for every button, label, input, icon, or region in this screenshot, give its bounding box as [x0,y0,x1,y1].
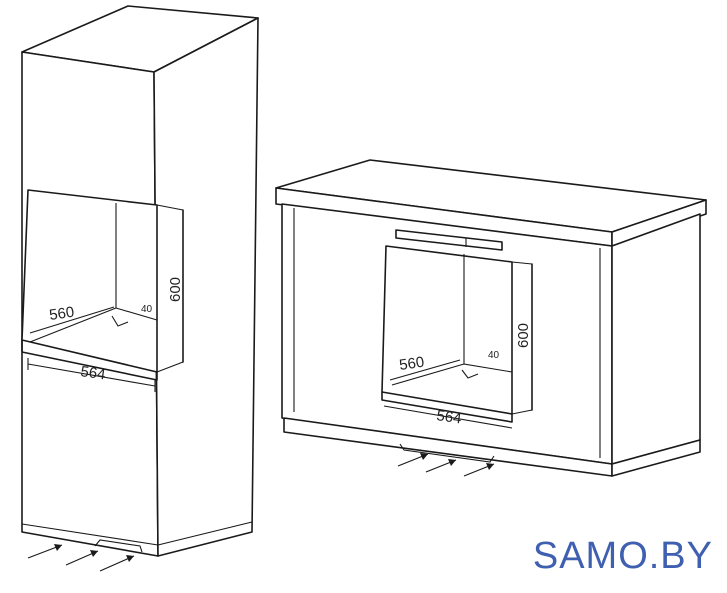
right-cabinet-side [611,213,701,465]
left-depth-label: 564 [79,363,106,383]
left-cabinet-side [153,17,259,557]
right-airflow-arrows [397,453,495,477]
left-width-label: 560 [48,304,75,324]
left-airflow-arrows [27,544,135,572]
right-width-label: 560 [398,354,425,374]
left-oven-niche [21,189,184,381]
left-gap-label: 40 [141,304,153,315]
right-cabinet: 560 564 600 40 [275,159,707,477]
ventilation-slot [395,229,503,251]
right-oven-niche [381,245,533,423]
right-gap-label: 40 [488,350,500,361]
site-watermark: SAMO.BY [532,535,713,577]
right-height-label: 600 [515,323,532,348]
left-height-label: 600 [167,277,184,302]
left-cabinet: 560 564 600 40 [21,5,259,572]
right-depth-label: 564 [435,407,462,427]
